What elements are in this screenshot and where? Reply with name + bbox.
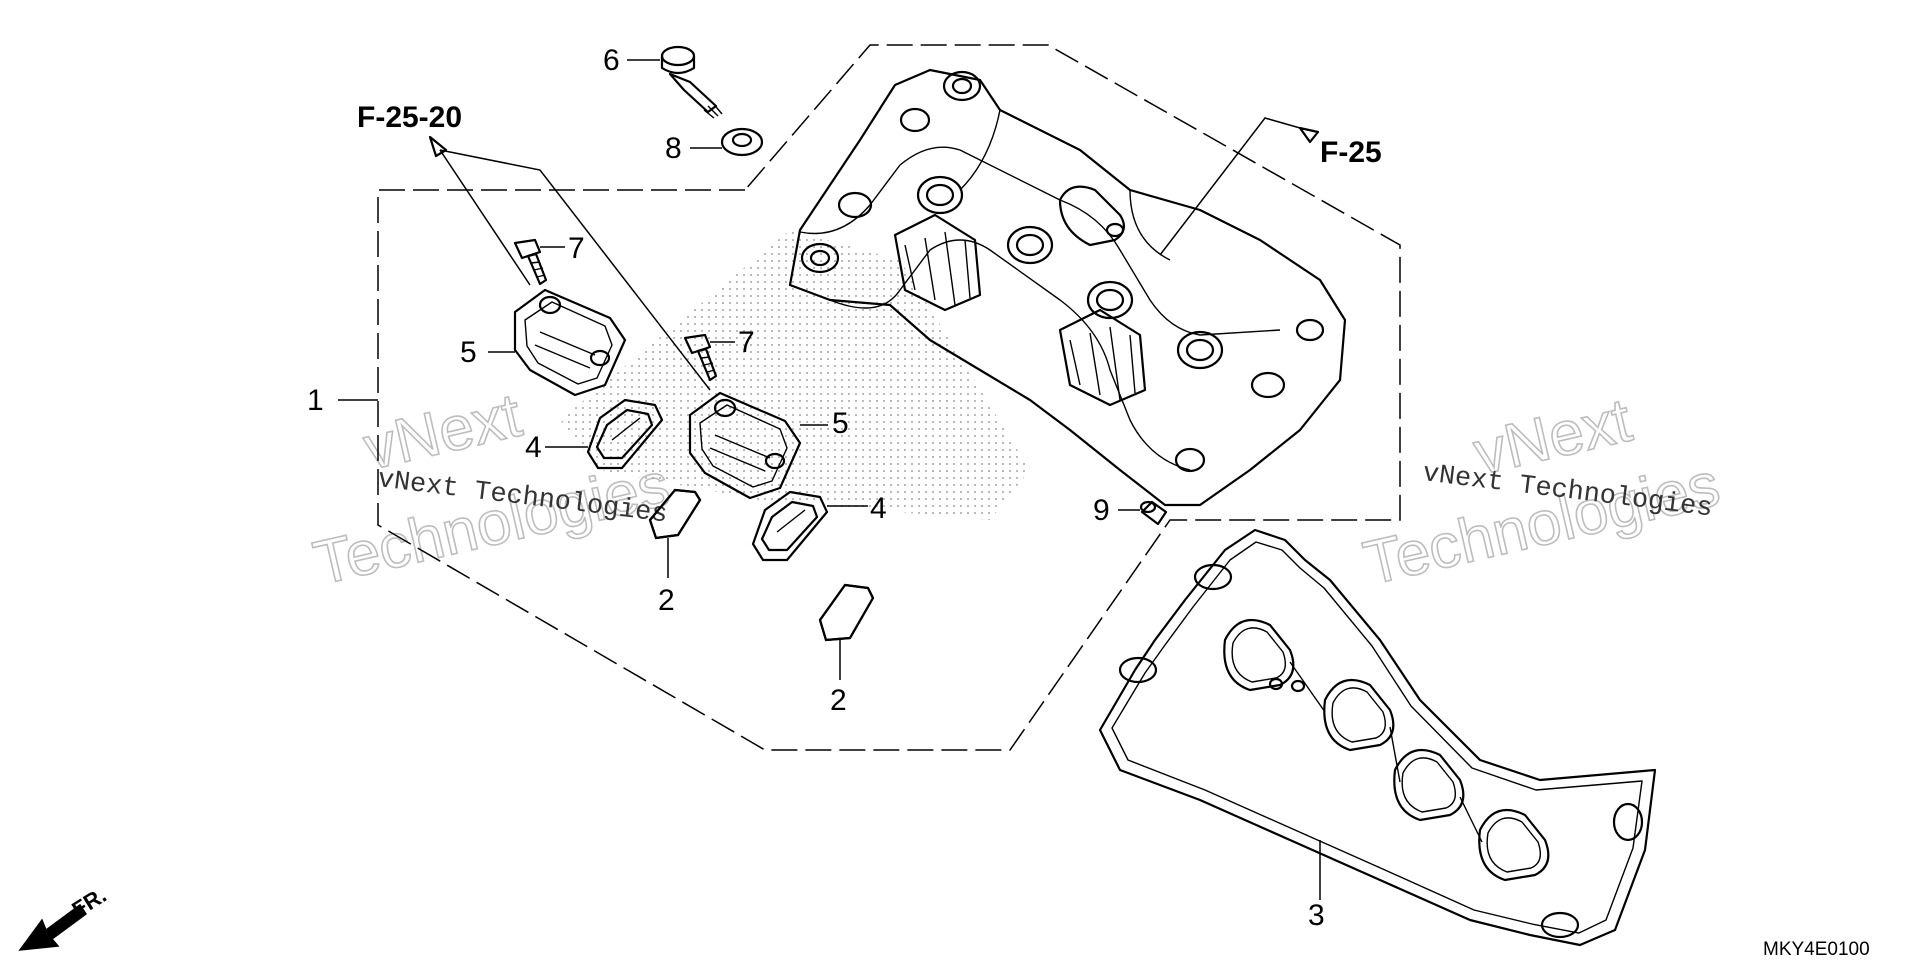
front-direction-indicator: FR. [18,882,111,951]
callout-7b: 7 [738,326,755,359]
grommet-8 [690,127,764,157]
watermark-right: vNext Technologies vNext Technologies [1357,385,1727,599]
callout-7a: 7 [568,232,585,265]
bolt-6 [627,45,723,119]
assembly-boundary [338,44,1401,751]
ref-f25: F-25 [1320,136,1382,169]
callout-4b: 4 [870,492,887,525]
reed-valve-cover-5-lower [688,391,828,500]
cover-gasket-3 [1098,528,1657,947]
callout-2a: 2 [658,584,675,617]
ref-f25-20: F-25-20 [357,101,462,134]
callout-5a: 5 [460,336,477,369]
arrow-down-left-icon [18,903,88,951]
callout-4a: 4 [525,431,542,464]
reed-valve-2-lower [818,583,875,680]
bolt-7-lower [683,333,735,382]
callout-5b: 5 [832,407,849,440]
callout-1: 1 [307,384,324,417]
gasket-4-upper [545,398,664,470]
gasket-4-lower [751,490,868,562]
callout-9: 9 [1093,494,1110,527]
dotted-shading [560,230,1030,520]
reed-valve-2-upper [648,488,702,578]
bolt-7-upper [513,238,565,286]
callout-6: 6 [603,44,620,77]
cylinder-head-cover [788,68,1347,507]
callout-2b: 2 [830,684,847,717]
reference-arrow-f25-20 [428,135,711,391]
diagram-code: MKY4E0100 [1763,939,1870,960]
cap-9 [1118,500,1168,526]
reed-valve-cover-5-upper [488,288,627,397]
callout-8: 8 [665,132,682,165]
callout-3: 3 [1308,899,1325,932]
